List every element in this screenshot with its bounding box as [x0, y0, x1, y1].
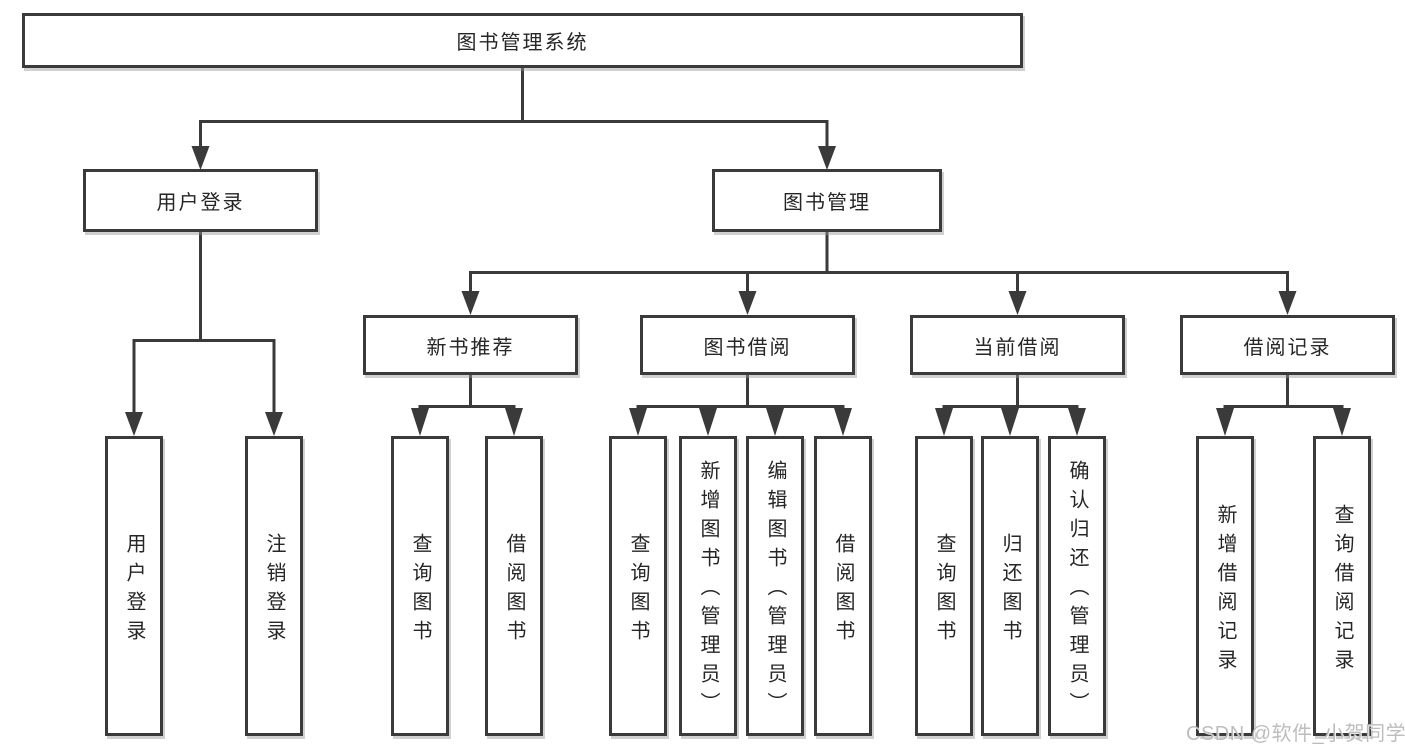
leaf-borrow-books-recommend: 借阅图书 — [485, 436, 543, 736]
leaf-label: 归还图书 — [999, 532, 1021, 649]
leaf-query-books-recommend: 查询图书 — [391, 436, 449, 736]
leaf-return-books: 归还图书 — [981, 436, 1039, 736]
node-label: 新书推荐 — [426, 336, 515, 359]
leaf-label: 查询借阅记录 — [1331, 503, 1353, 678]
node-borrow-records: 借阅记录 — [1180, 315, 1395, 375]
leaf-borrow-books: 借阅图书 — [814, 436, 872, 736]
node-new-book-recommend: 新书推荐 — [363, 315, 578, 375]
leaf-label: 编辑图书（管理员） — [764, 460, 786, 721]
connector-book-management-to-level3 — [461, 232, 1297, 315]
leaf-label: 新增借阅记录 — [1214, 503, 1236, 678]
leaf-label: 用户登录 — [123, 532, 145, 649]
leaf-query-books-borrow: 查询图书 — [609, 436, 667, 736]
leaf-label: 查询图书 — [409, 532, 431, 649]
node-label: 当前借阅 — [973, 336, 1062, 359]
leaf-label: 借阅图书 — [503, 532, 525, 649]
node-label: 图书管理 — [783, 192, 871, 214]
leaf-edit-books-admin: 编辑图书（管理员） — [746, 436, 804, 736]
connector-current-borrow-to-leaves — [935, 375, 1086, 436]
connector-borrow-records-to-leaves — [1216, 375, 1351, 436]
node-label: 图书借阅 — [703, 336, 792, 359]
leaf-logout: 注销登录 — [245, 436, 303, 736]
leaf-label: 确认归还（管理员） — [1066, 460, 1088, 721]
node-user-login: 用户登录 — [83, 169, 318, 232]
node-book-management: 图书管理 — [712, 169, 942, 232]
leaf-label: 查询图书 — [627, 532, 649, 649]
leaf-user-login: 用户登录 — [105, 436, 163, 736]
leaf-confirm-return-admin: 确认归还（管理员） — [1048, 436, 1106, 736]
node-label: 图书管理系统 — [456, 32, 589, 54]
connector-book-borrow-to-leaves — [629, 375, 852, 436]
connector-user-login-to-leaves — [125, 232, 283, 436]
connector-new-book-to-leaves — [411, 375, 523, 436]
leaf-label: 新增图书（管理员） — [697, 460, 719, 721]
node-label: 用户登录 — [156, 192, 245, 214]
leaf-label: 借阅图书 — [832, 532, 854, 649]
leaf-label: 查询图书 — [933, 532, 955, 649]
node-book-borrow: 图书借阅 — [640, 315, 855, 375]
node-label: 借阅记录 — [1243, 336, 1332, 359]
node-current-borrow: 当前借阅 — [910, 315, 1125, 375]
leaf-query-books-current: 查询图书 — [915, 436, 973, 736]
leaf-query-borrow-record: 查询借阅记录 — [1313, 436, 1371, 736]
leaf-label: 注销登录 — [263, 532, 285, 649]
node-library-management-system: 图书管理系统 — [22, 13, 1023, 68]
leaf-add-books-admin: 新增图书（管理员） — [679, 436, 737, 736]
leaf-add-borrow-record: 新增借阅记录 — [1196, 436, 1254, 736]
csdn-watermark: CSDN @软件_小贺同学 — [1186, 723, 1405, 745]
connector-root-to-level2 — [191, 68, 836, 170]
